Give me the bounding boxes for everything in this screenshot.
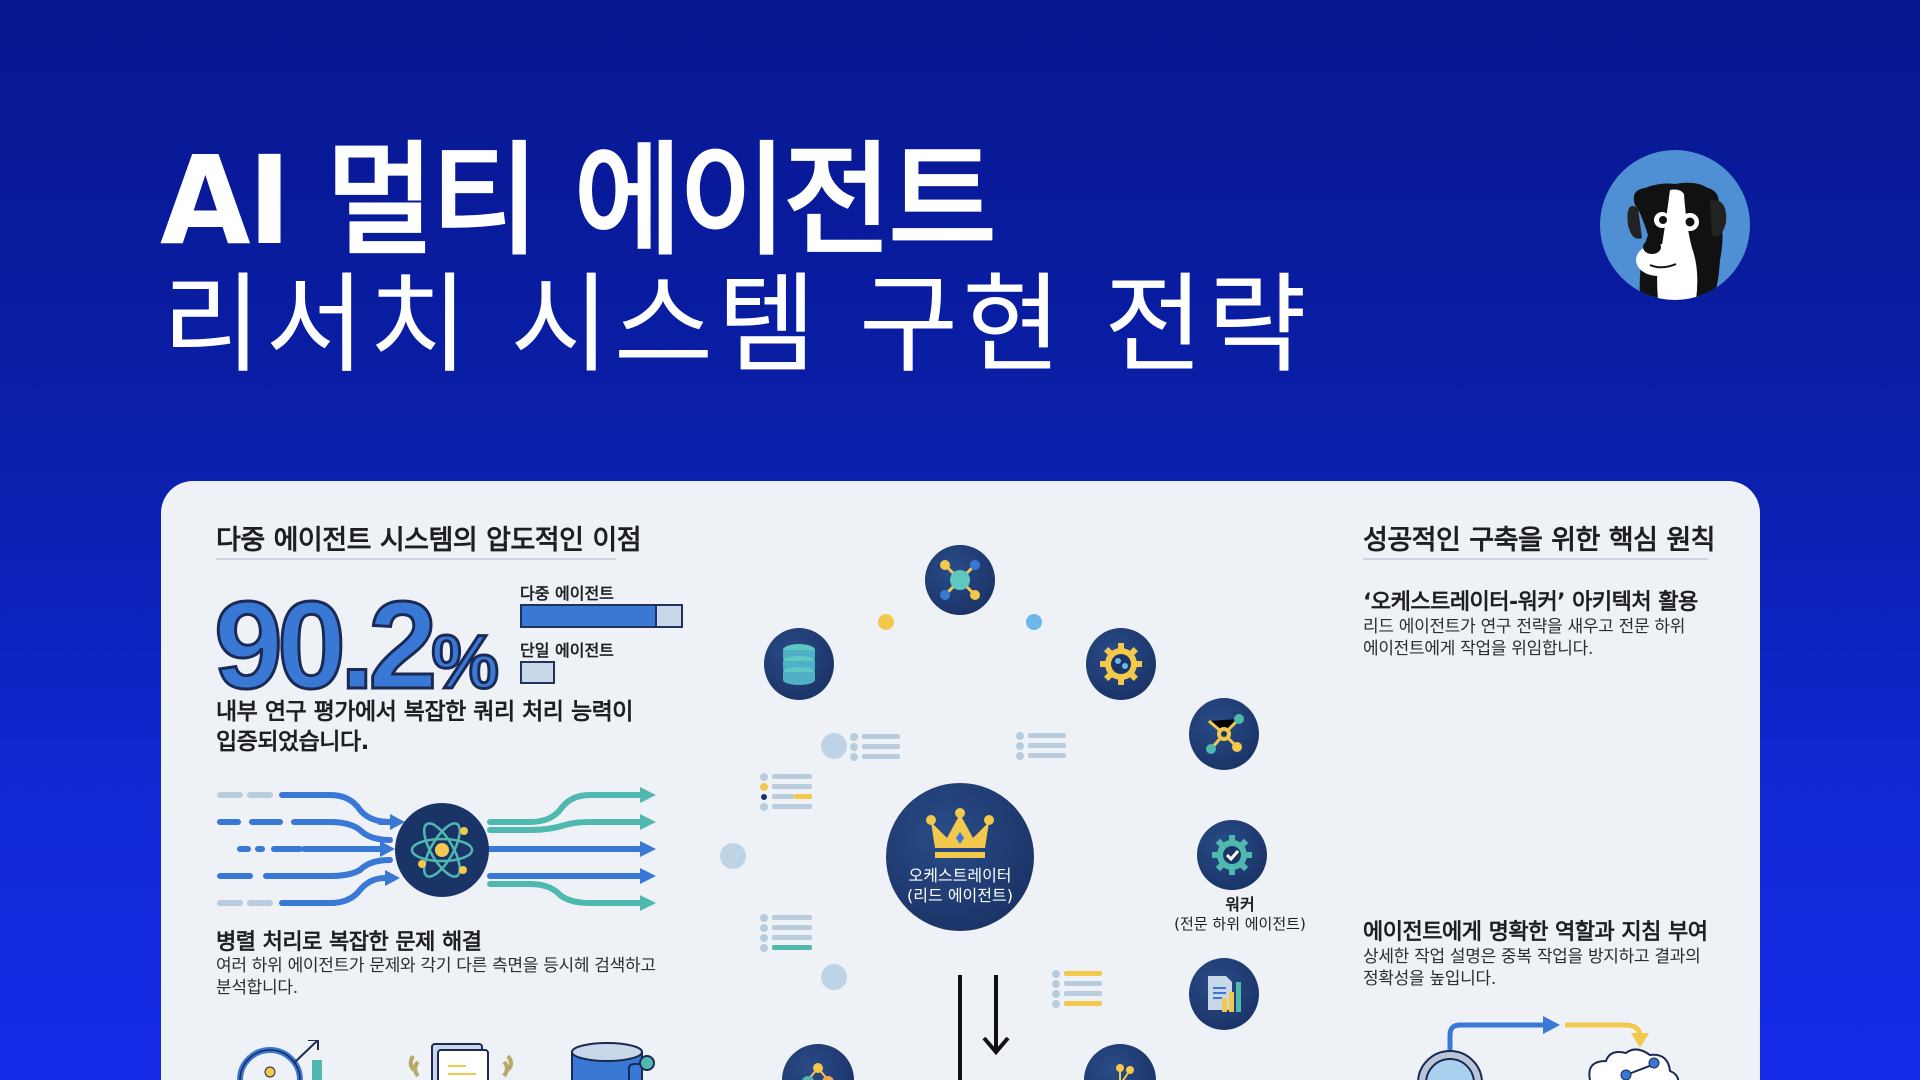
orchestrator-node: 오케스트레이터 (리드 에이전트) (886, 783, 1034, 931)
database-icon (764, 628, 834, 700)
right-section-heading: 성공적인 구축을 위한 핵심 원칙 (1363, 525, 1716, 556)
gear-globe-icon (1086, 628, 1156, 700)
network-nodes-icon (1189, 698, 1259, 770)
hub-network-icon (925, 545, 995, 615)
orchestrator-diagram: 오케스트레이터 (리드 에이전트) 워커 (전문 하위 에이전트) (720, 530, 1306, 1080)
stat-unit: % (430, 620, 501, 705)
bar-multi-fill (522, 606, 658, 626)
worker-title: 워커 (1225, 895, 1255, 914)
orchestrator-subtitle: (리드 에이전트) (907, 886, 1013, 905)
principle-2-desc: 상세한 작업 설명은 중복 작업을 방지하고 결과의 정확성을 높입니다. (1363, 947, 1701, 990)
cloud-network-icon (1588, 1048, 1680, 1080)
stat-value: 90.2% (212, 583, 501, 710)
atom-icon (410, 822, 474, 878)
workflow-graphic (1410, 1005, 1710, 1080)
crown-icon (926, 808, 994, 858)
worker-label: 워커 (전문 하위 에이전트) (1160, 895, 1320, 934)
bar-label-multi: 다중 에이전트 (520, 584, 614, 603)
left-section-heading: 다중 에이전트 시스템의 압도적인 이점 (216, 525, 642, 556)
bottom-icons-row (230, 1039, 650, 1080)
parallel-desc: 여러 하위 에이전트가 문제와 각기 다른 측면을 등시헤 검색하고 분석합니다… (216, 956, 656, 999)
stat-caption: 내부 연구 평가에서 복잡한 쿼리 처리 능력이 입증되었습니다. (216, 699, 633, 755)
dog-avatar-icon (1600, 150, 1750, 300)
gear-check-icon (1197, 820, 1267, 890)
worker-subtitle: (전문 하위 에이전트) (1174, 915, 1306, 933)
orchestrator-title: 오케스트레이터 (908, 866, 1012, 885)
parallel-flow-graphic (210, 780, 670, 920)
link-node-icon (625, 1050, 665, 1080)
left-heading-divider (216, 558, 616, 560)
target-growth-icon (237, 1039, 322, 1080)
magnifier-icon (1417, 1050, 1483, 1080)
stat-number: 90.2 (212, 577, 438, 715)
right-heading-divider (1363, 558, 1708, 560)
document-chart-icon (1189, 958, 1259, 1030)
document-award-icon (408, 1043, 513, 1080)
page-title-line1: AI 멀티 에이전트 (160, 130, 996, 272)
principle-1-title: ‘오케스트레이터-워커’ 아키텍처 활용 (1363, 590, 1698, 615)
bar-multi-agent (520, 604, 683, 628)
principle-2-title: 에이전트에게 명확한 역할과 지침 부여 (1363, 920, 1708, 945)
parallel-title: 병렬 처리로 복잡한 문제 해결 (216, 930, 482, 955)
page-title-line2: 리서치 시스템 구현 전략 (162, 263, 1311, 388)
bar-single-agent (520, 661, 555, 684)
principle-1-desc: 리드 에이전트가 연구 전략을 새우고 전문 하위 에이전트에게 작업을 위임합… (1363, 617, 1686, 660)
bar-label-single: 단일 에이전트 (520, 641, 614, 660)
